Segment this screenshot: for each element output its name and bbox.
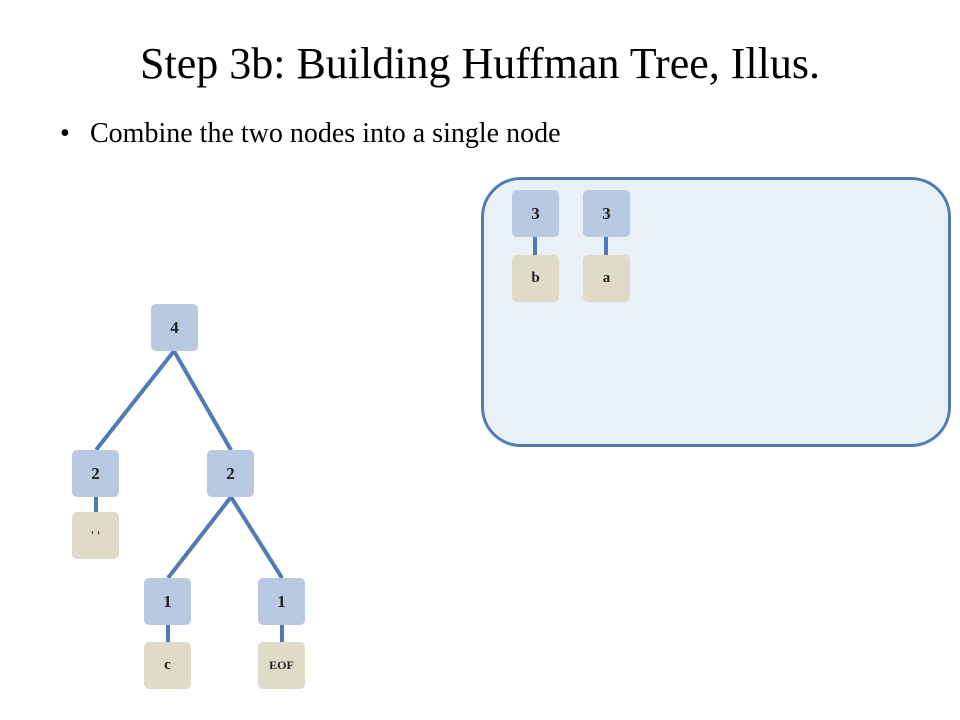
priority-queue-box xyxy=(481,177,951,447)
tree-left-node: 2 xyxy=(72,450,119,497)
queue-node-symbol-b: b xyxy=(512,255,559,302)
tree-right-right-node: 1 xyxy=(258,578,305,625)
queue-node-symbol-a: a xyxy=(583,255,630,302)
bullet-item: • Combine the two nodes into a single nod… xyxy=(60,118,561,150)
queue-node-weight-a: 3 xyxy=(583,190,630,237)
tree-edge-root-left xyxy=(94,349,176,452)
tree-root-node: 4 xyxy=(151,304,198,351)
tree-edge-right-right xyxy=(229,495,284,580)
queue-node-weight-b: 3 xyxy=(512,190,559,237)
bullet-marker: • xyxy=(60,118,70,149)
bullet-text: Combine the two nodes into a single node xyxy=(90,118,561,149)
slide-title: Step 3b: Building Huffman Tree, Illus. xyxy=(140,39,820,88)
tree-eof-symbol: EOF xyxy=(258,642,305,689)
tree-right-node: 2 xyxy=(207,450,254,497)
tree-edge-right-left xyxy=(166,495,233,580)
tree-edge-root-right xyxy=(172,350,233,451)
tree-left-symbol: ' ' xyxy=(72,512,119,559)
tree-c-symbol: c xyxy=(144,642,191,689)
tree-right-left-node: 1 xyxy=(144,578,191,625)
